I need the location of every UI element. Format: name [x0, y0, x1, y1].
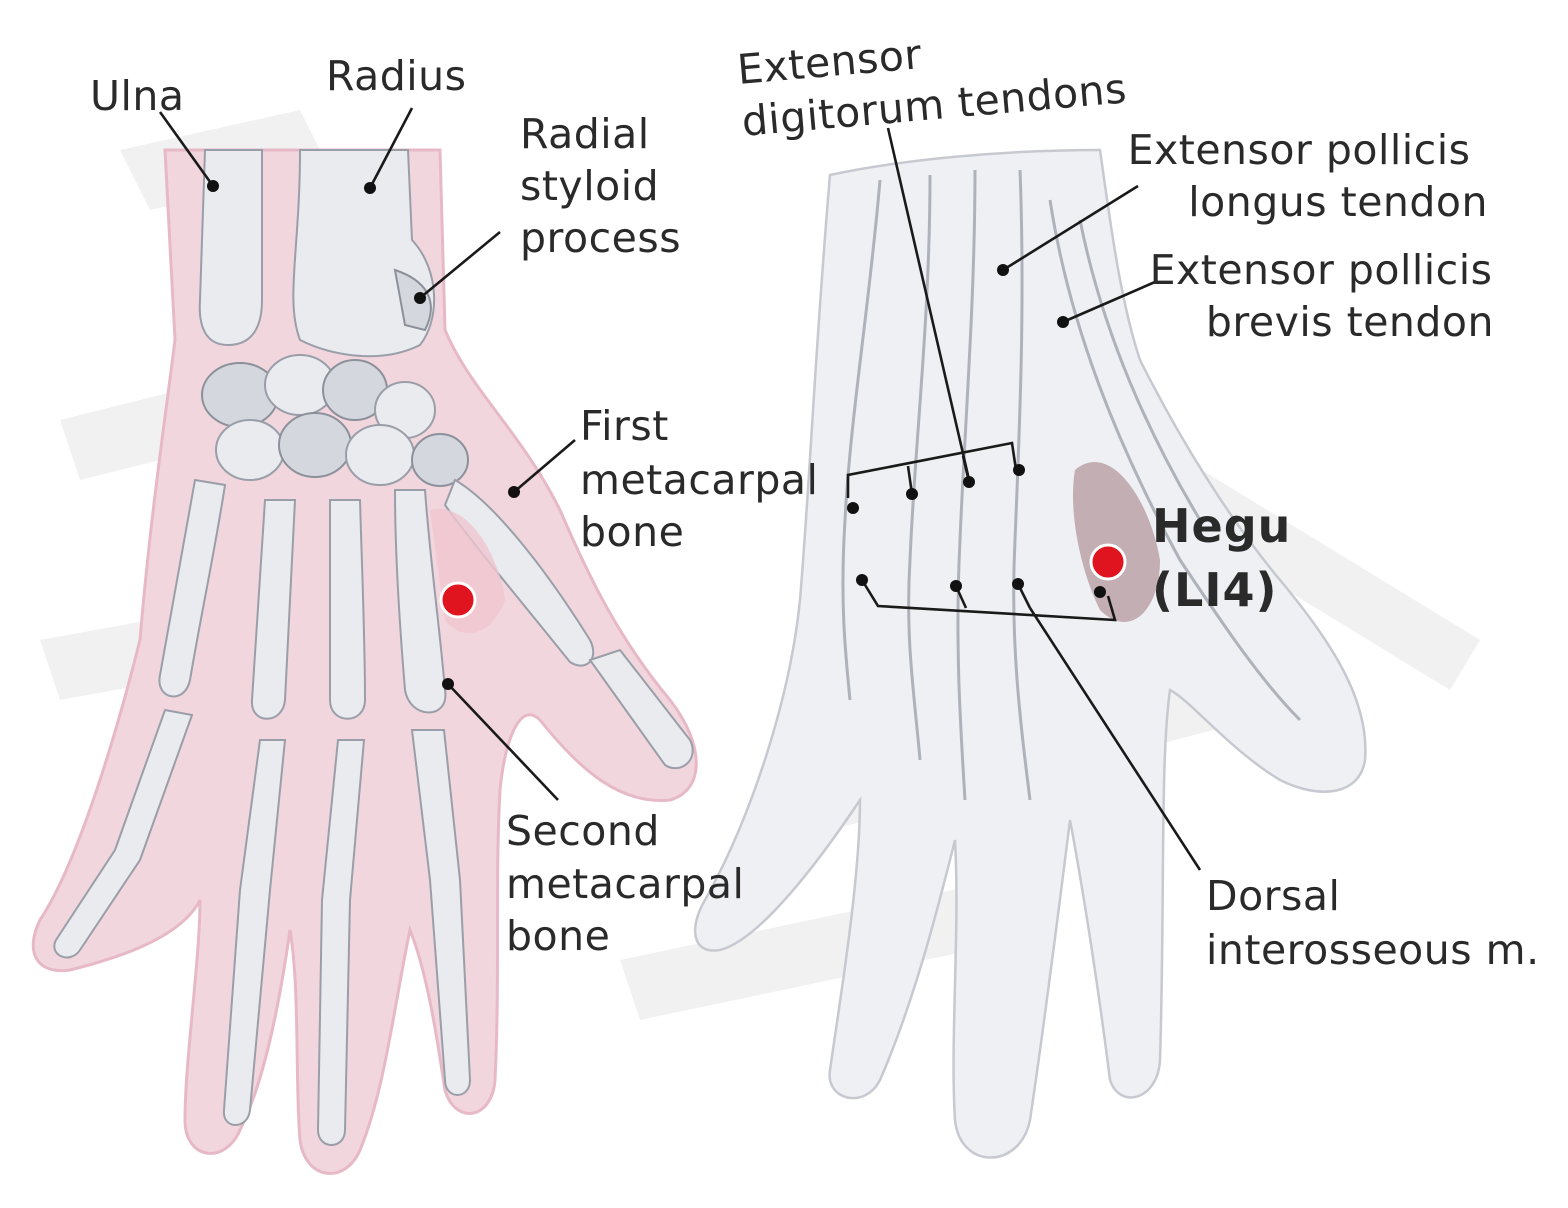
left-hand-skeleton	[31, 148, 698, 1175]
phalanges	[53, 648, 694, 1146]
hegu-point-left	[439, 581, 477, 619]
leader-lines	[158, 107, 1202, 871]
right-hand-outline	[693, 148, 1367, 1159]
label-first-metacarpal: First metacarpal bone	[580, 402, 832, 556]
hegu-point-right	[1089, 543, 1127, 581]
label-epb-tendon: Extensor pollicis brevis tendon	[1150, 246, 1506, 346]
ulna-bone	[198, 149, 263, 347]
radius-bone	[292, 149, 436, 358]
second-metacarpal	[393, 489, 447, 714]
label-second-metacarpal: Second metacarpal bone	[506, 807, 758, 960]
label-radial-styloid: Radial styloid process	[520, 110, 681, 262]
metacarpal-bones	[158, 478, 595, 720]
label-extensor-digitorum: Extensor digitorum tendons	[735, 13, 1128, 146]
label-epl-tendon: Extensor pollicis longus tendon	[1128, 126, 1488, 226]
radial-styloid	[393, 268, 432, 332]
dorsal-interosseous-muscle	[1072, 462, 1160, 622]
label-radius: Radius	[326, 52, 466, 100]
labels: Ulna Radius Radial styloid process First…	[90, 13, 1540, 974]
extensor-tendons	[841, 169, 1302, 801]
right-hand-tendons	[693, 148, 1367, 1159]
label-hegu: Hegu (LI4)	[1152, 499, 1308, 617]
carpal-bones	[201, 354, 469, 487]
label-ulna: Ulna	[90, 72, 185, 120]
label-dorsal-interosseous: Dorsal interosseous m.	[1206, 872, 1540, 974]
